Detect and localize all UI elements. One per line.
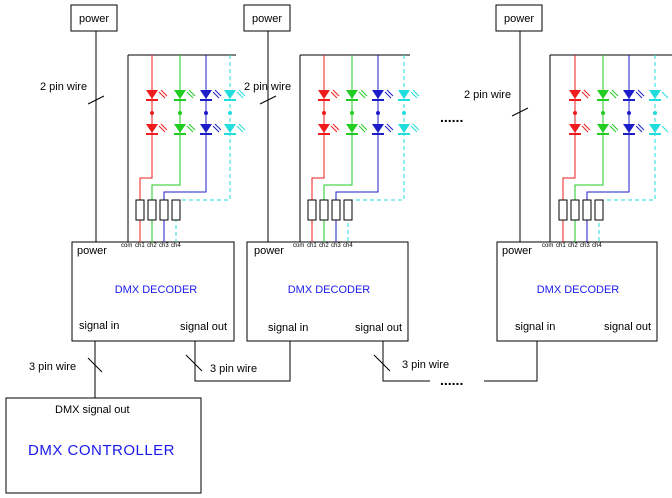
wire-3pin-label: 3 pin wire (402, 359, 449, 371)
pin-ch1: ch1 (135, 243, 145, 249)
pin-ch3: ch3 (580, 243, 590, 249)
decoder-box (246, 241, 409, 342)
pin-ch4: ch4 (171, 243, 181, 249)
pin-ch1: ch1 (556, 243, 566, 249)
decoder-title: DMX DECODER (288, 284, 371, 296)
decoder-box (71, 241, 235, 342)
led-blue (372, 89, 394, 135)
wire-2pin-label: 2 pin wire (40, 81, 87, 93)
signal-out-label: signal out (604, 321, 651, 333)
led-green (597, 89, 619, 135)
pin-ch4: ch4 (592, 243, 602, 249)
pin-ch3: ch3 (331, 243, 341, 249)
wire-3pin-label: 3 pin wire (29, 361, 76, 373)
pin-ch4: ch4 (343, 243, 353, 249)
power-box (243, 4, 291, 32)
led-red (146, 89, 168, 135)
power-label: power (252, 13, 282, 25)
decoder-box (496, 241, 658, 342)
wire-2pin-label: 2 pin wire (244, 81, 291, 93)
power-box (495, 4, 543, 32)
led-green (346, 89, 368, 135)
decoder-title: DMX DECODER (537, 284, 620, 296)
led-cyan (398, 89, 420, 135)
signal-in-label: signal in (268, 322, 308, 334)
signal-in-label: signal in (79, 320, 119, 332)
decoder-power-label: power (254, 245, 284, 257)
pin-com: com (542, 243, 553, 249)
decoder-title: DMX DECODER (115, 284, 198, 296)
pin-ch2: ch2 (319, 243, 329, 249)
led-green (174, 89, 196, 135)
led-cyan (224, 89, 246, 135)
pin-ch2: ch2 (568, 243, 578, 249)
controller-box (5, 397, 202, 494)
wire-2pin-label: 2 pin wire (464, 89, 511, 101)
ellipsis-top: ...... (440, 109, 463, 125)
wire-3pin-label: 3 pin wire (210, 363, 257, 375)
decoder-unit-1: power 2 pin wire power com ch1 ch2 ch3 c… (40, 4, 246, 342)
pin-ch3: ch3 (159, 243, 169, 249)
signal-out-label: signal out (180, 321, 227, 333)
power-box (70, 4, 118, 32)
led-blue (623, 89, 645, 135)
pin-com: com (293, 243, 304, 249)
controller-signal-out-label: DMX signal out (55, 404, 130, 416)
led-cyan (649, 90, 669, 135)
led-red (569, 89, 591, 135)
led-red (318, 89, 340, 135)
signal-wiring: 3 pin wire 3 pin wire 3 pin wire ...... (29, 341, 538, 398)
power-label: power (504, 13, 534, 25)
pin-ch1: ch1 (307, 243, 317, 249)
decoder-power-label: power (502, 245, 532, 257)
pin-com: com (121, 243, 132, 249)
led-blue (200, 89, 222, 135)
signal-in-label: signal in (515, 321, 555, 333)
decoder-power-label: power (77, 245, 107, 257)
controller-title: DMX CONTROLLER (28, 442, 175, 459)
decoder-unit-2: power 2 pin wire power com ch1 ch2 ch3 c… (243, 4, 420, 342)
decoder-unit-3: power 2 pin wire power com ch1 ch2 ch3 c… (464, 4, 672, 342)
pin-ch2: ch2 (147, 243, 157, 249)
power-label: power (79, 13, 109, 25)
ellipsis-bottom: ...... (440, 372, 463, 388)
signal-out-label: signal out (355, 322, 402, 334)
dmx-controller: DMX signal out DMX CONTROLLER (5, 397, 202, 494)
